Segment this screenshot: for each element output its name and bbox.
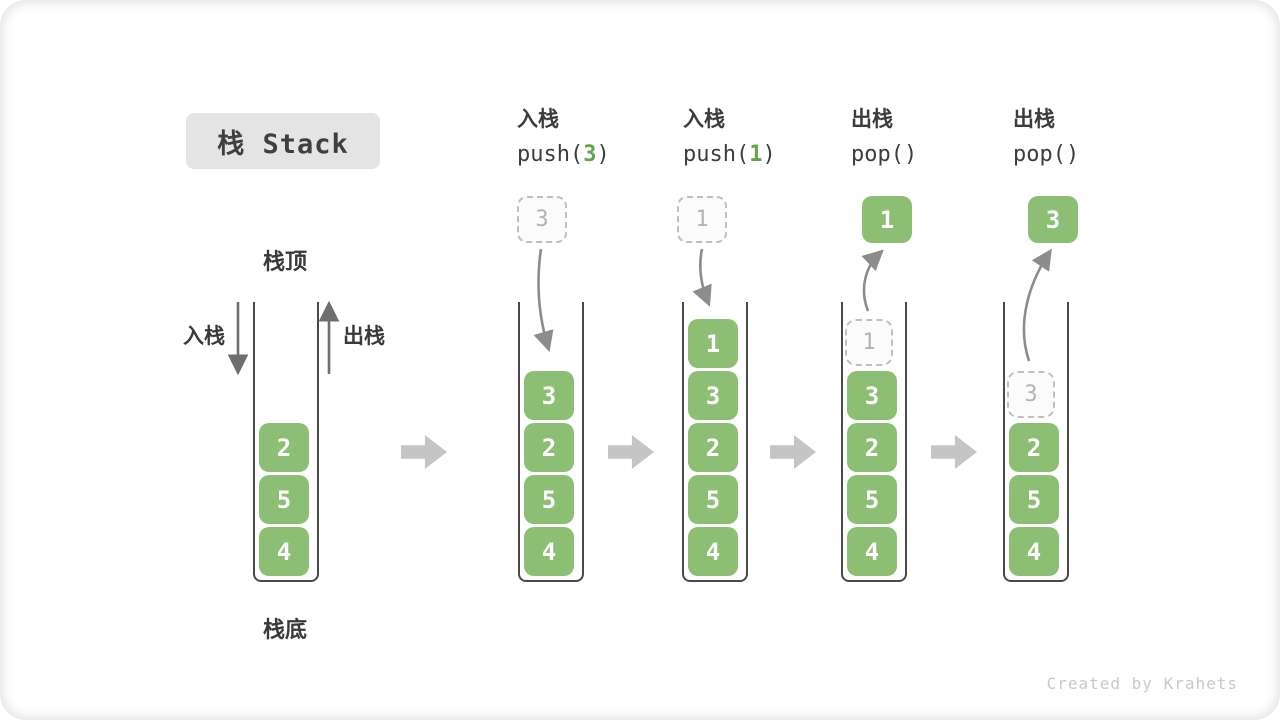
- next-state-arrow-icon: [608, 435, 654, 469]
- stack-top-label: 栈顶: [262, 250, 307, 275]
- next-state-arrow-icon: [770, 435, 816, 469]
- title-text: 栈 Stack: [217, 128, 349, 160]
- stack-cell: 5: [524, 475, 574, 524]
- code-close: ): [596, 142, 610, 167]
- cell-digit: 4: [705, 537, 721, 566]
- op-code: pop(): [1013, 140, 1163, 170]
- stack-cell: 3: [847, 371, 897, 420]
- op-code: push(1): [683, 140, 833, 170]
- credit-text: Created by Krahets: [1046, 674, 1238, 693]
- stack-cell: 2: [259, 423, 309, 472]
- op-label: 出栈: [1013, 107, 1055, 131]
- code-open: push(: [683, 142, 750, 167]
- stack-cell: 3: [688, 371, 738, 420]
- stack-after-push3: 3 2 5 4: [518, 302, 584, 582]
- float-digit: 1: [879, 205, 895, 234]
- stack-cell: 4: [524, 527, 574, 576]
- cell-digit: 3: [864, 381, 880, 410]
- float-value-push1: 1: [677, 196, 727, 243]
- cell-digit: 4: [864, 537, 880, 566]
- op-label: 入栈: [683, 107, 725, 131]
- next-state-arrow-icon: [931, 435, 977, 469]
- stack-cell: 3: [524, 371, 574, 420]
- op-label: 入栈: [517, 107, 559, 131]
- stack-cell: 2: [688, 423, 738, 472]
- code-open: pop(: [851, 142, 904, 167]
- code-arg: 3: [583, 142, 597, 167]
- cell-digit: 4: [276, 537, 292, 566]
- stack-after-pop2: 3 2 5 4: [1003, 302, 1069, 582]
- cell-digit: 1: [862, 330, 876, 355]
- stack-cell: 5: [688, 475, 738, 524]
- pop-direction-label: 出栈: [343, 324, 385, 348]
- op-code: push(3): [517, 140, 667, 170]
- stack-bottom-label: 栈底: [262, 618, 307, 643]
- stack-cell: 5: [847, 475, 897, 524]
- stack-initial: 2 5 4: [253, 302, 319, 582]
- op-code: pop(): [851, 140, 1001, 170]
- stack-cell-ghost: 3: [1007, 371, 1055, 418]
- stack-cell: 2: [847, 423, 897, 472]
- column-header-push1: 入栈 push(1): [683, 104, 833, 170]
- cell-digit: 3: [1024, 382, 1038, 407]
- stack-cell: 1: [688, 319, 738, 368]
- cell-digit: 4: [1026, 537, 1042, 566]
- cell-digit: 5: [1026, 485, 1042, 514]
- float-value-pop1: 1: [862, 196, 912, 243]
- cell-digit: 5: [276, 485, 292, 514]
- op-label: 出栈: [851, 107, 893, 131]
- float-value-push3: 3: [517, 196, 567, 243]
- cell-digit: 1: [705, 329, 721, 358]
- code-open: push(: [517, 142, 584, 167]
- stack-cell: 2: [524, 423, 574, 472]
- title-badge: 栈 Stack: [186, 113, 380, 169]
- float-digit: 1: [695, 207, 709, 232]
- push1-motion-arrow-icon: [692, 248, 712, 307]
- float-digit: 3: [535, 207, 549, 232]
- code-close: ): [903, 142, 918, 167]
- stack-cell: 5: [259, 475, 309, 524]
- cell-digit: 2: [1026, 433, 1042, 462]
- cell-digit: 2: [541, 433, 557, 462]
- stack-cell: 5: [1009, 475, 1059, 524]
- stack-cell: 4: [259, 527, 309, 576]
- next-state-arrow-icon: [401, 435, 447, 469]
- stack-cell: 2: [1009, 423, 1059, 472]
- stack-after-pop1: 1 3 2 5 4: [841, 302, 907, 582]
- stack-cell: 4: [688, 527, 738, 576]
- cell-digit: 3: [541, 381, 557, 410]
- cell-digit: 5: [541, 485, 557, 514]
- code-arg: 1: [749, 142, 763, 167]
- code-close: ): [762, 142, 776, 167]
- stack-cell: 4: [847, 527, 897, 576]
- cell-digit: 5: [864, 485, 880, 514]
- cell-digit: 5: [705, 485, 721, 514]
- column-header-push3: 入栈 push(3): [517, 104, 667, 170]
- cell-digit: 2: [276, 433, 292, 462]
- cell-digit: 2: [864, 433, 880, 462]
- push-direction-label: 入栈: [183, 324, 225, 348]
- float-digit: 3: [1045, 205, 1061, 234]
- stack-cell-ghost: 1: [845, 319, 893, 366]
- cell-digit: 3: [705, 381, 721, 410]
- cell-digit: 4: [541, 537, 557, 566]
- float-value-pop2: 3: [1028, 196, 1078, 243]
- stack-after-push1: 1 3 2 5 4: [682, 302, 748, 582]
- cell-digit: 2: [705, 433, 721, 462]
- column-header-pop1: 出栈 pop(): [851, 104, 1001, 170]
- column-header-pop2: 出栈 pop(): [1013, 104, 1163, 170]
- code-open: pop(: [1013, 142, 1066, 167]
- stack-cell: 4: [1009, 527, 1059, 576]
- code-close: ): [1065, 142, 1080, 167]
